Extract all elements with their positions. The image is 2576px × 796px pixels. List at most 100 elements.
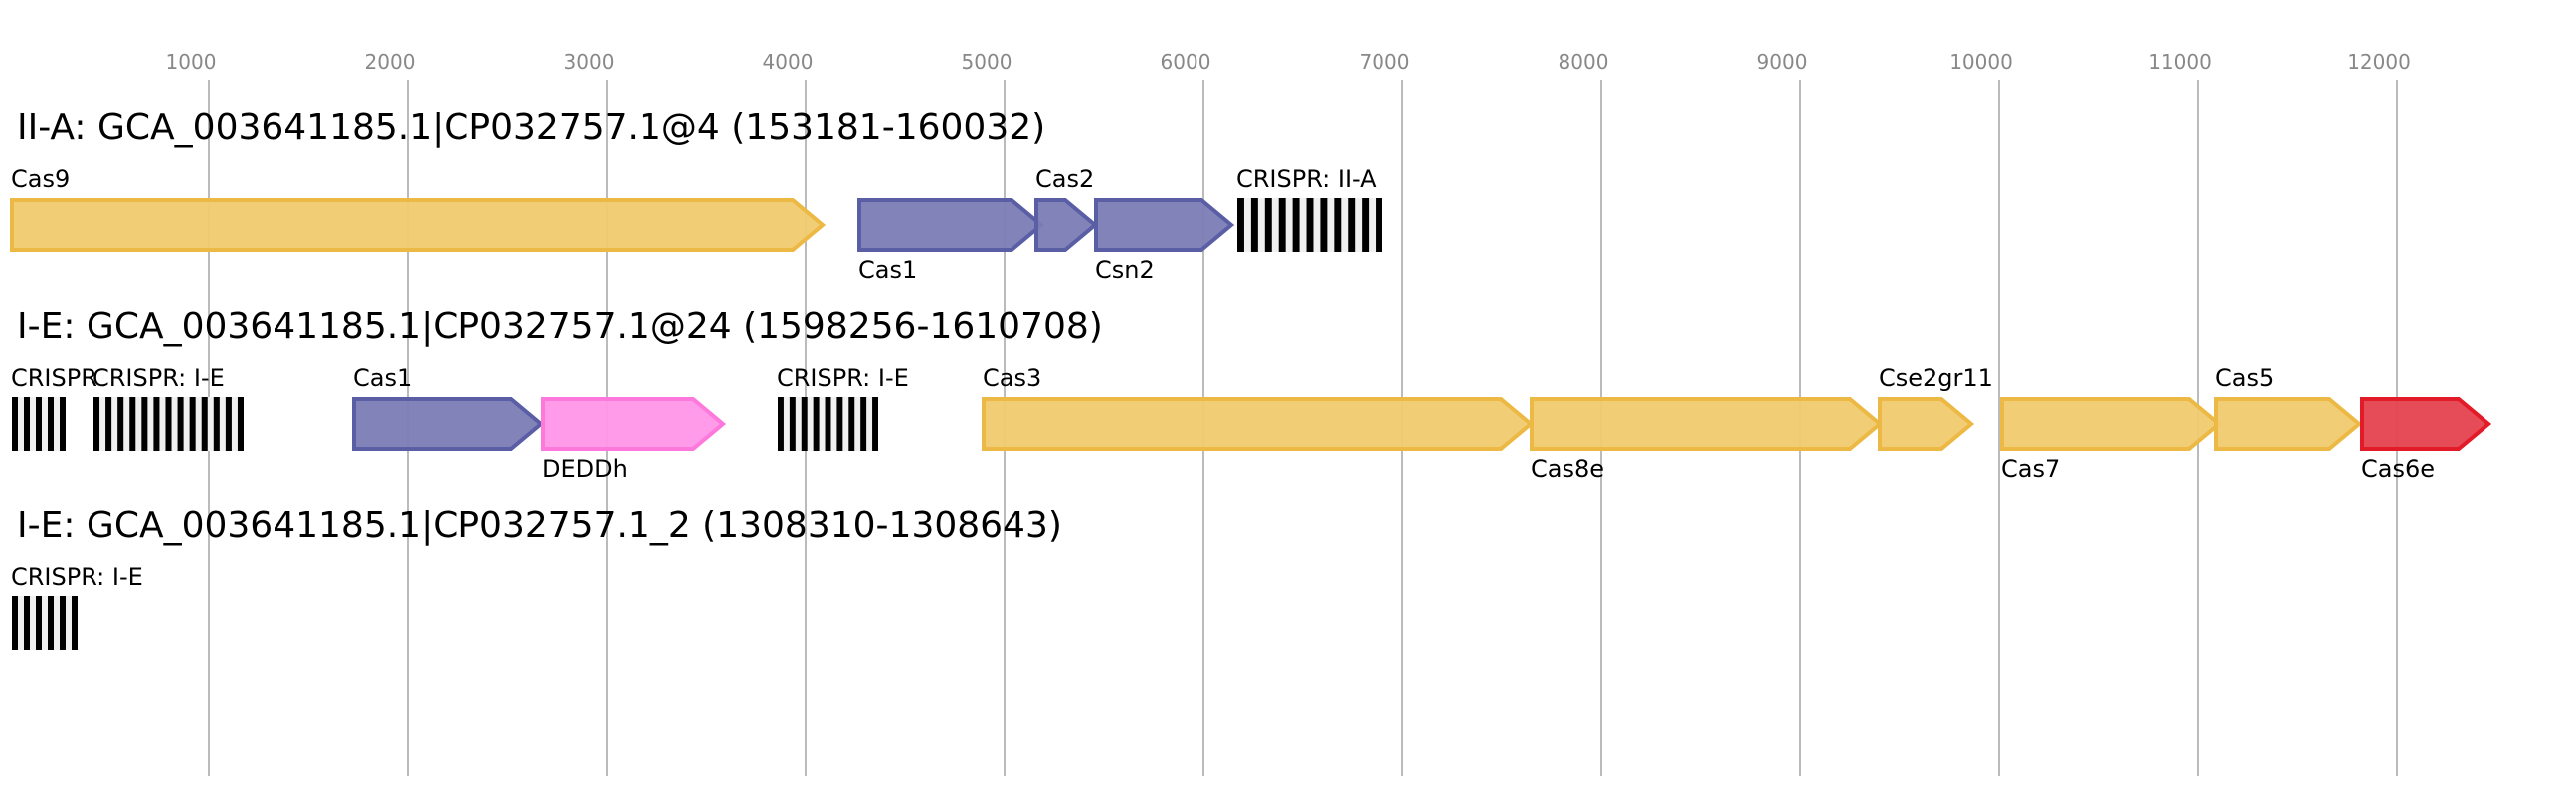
- locus-title: II-A: GCA_003641185.1|CP032757.1@4 (1531…: [17, 107, 1045, 148]
- tick-label-3000: 3000: [564, 50, 615, 74]
- crispr-array-crispr-ii-a[interactable]: CRISPR: II-A: [1236, 165, 1382, 252]
- crispr-repeat: [836, 397, 843, 451]
- gene-cas3[interactable]: Cas3: [982, 364, 1535, 451]
- gene-arrow[interactable]: [1034, 198, 1099, 252]
- crispr-repeat: [201, 397, 208, 451]
- crispr-repeat: [36, 596, 42, 650]
- crispr-repeat: [813, 397, 820, 451]
- crispr-repeat: [1264, 198, 1272, 252]
- crispr-repeat: [1320, 198, 1328, 252]
- gene-cas1[interactable]: Cas1: [352, 364, 545, 451]
- gene-cas6e[interactable]: Cas6e: [2360, 397, 2492, 483]
- crispr-repeat: [12, 596, 18, 650]
- tick-label-6000: 6000: [1161, 50, 1211, 74]
- crispr-repeat: [1334, 198, 1342, 252]
- crispr-repeat: [1250, 198, 1258, 252]
- gene-arrow[interactable]: [857, 198, 1045, 252]
- feature-label: Cas2: [1035, 165, 1094, 193]
- gene-arrow[interactable]: [982, 397, 1535, 451]
- gene-arrow[interactable]: [352, 397, 545, 451]
- feature-label: Cas1: [353, 364, 412, 392]
- feature-label: CRISPR: II-A: [1236, 165, 1377, 193]
- feature-label: CRISPR: I-E: [11, 563, 143, 591]
- gene-arrow[interactable]: [10, 198, 827, 252]
- crispr-repeat: [60, 397, 66, 451]
- feature-label: CRISPR: I-E: [777, 364, 909, 392]
- crispr-array-crispr-i-e[interactable]: CRISPR: I-E: [92, 364, 244, 451]
- crispr-repeat: [237, 397, 244, 451]
- crispr-repeat: [93, 397, 100, 451]
- feature-label: Cse2gr11: [1879, 364, 1993, 392]
- gene-cas8e[interactable]: Cas8e: [1530, 397, 1884, 483]
- locus-title: I-E: GCA_003641185.1|CP032757.1@24 (1598…: [17, 306, 1103, 347]
- tick-label-11000: 11000: [2148, 50, 2212, 74]
- tick-label-12000: 12000: [2347, 50, 2411, 74]
- crispr-array-crispr-i-e[interactable]: CRISPR: I-E: [11, 563, 143, 650]
- gene-arrow[interactable]: [541, 397, 727, 451]
- feature-label: Cas9: [11, 165, 70, 193]
- feature-label: Cas6e: [2361, 455, 2435, 483]
- crispr-repeat: [165, 397, 172, 451]
- crispr-repeat: [848, 397, 855, 451]
- crispr-repeat: [778, 397, 784, 451]
- crispr-array-crispr-i-e[interactable]: CRISPR: I-E: [777, 364, 909, 451]
- crispr-repeat: [153, 397, 160, 451]
- locus-3: I-E: GCA_003641185.1|CP032757.1_2 (13083…: [11, 505, 1062, 650]
- tick-label-2000: 2000: [365, 50, 416, 74]
- crispr-repeat: [24, 596, 30, 650]
- gene-arrow[interactable]: [1094, 198, 1235, 252]
- tick-label-10000: 10000: [1949, 50, 2013, 74]
- gene-csn2[interactable]: Csn2: [1094, 198, 1235, 284]
- locus-title: I-E: GCA_003641185.1|CP032757.1_2 (13083…: [17, 505, 1062, 546]
- crispr-repeat: [213, 397, 220, 451]
- tick-label-1000: 1000: [166, 50, 217, 74]
- tick-label-5000: 5000: [962, 50, 1012, 74]
- feature-label: DEDDh: [542, 455, 628, 483]
- crispr-repeat: [189, 397, 196, 451]
- crispr-repeat: [825, 397, 831, 451]
- gene-arrow[interactable]: [2000, 397, 2223, 451]
- gene-deddh[interactable]: DEDDh: [541, 397, 727, 483]
- gene-cas7[interactable]: Cas7: [2000, 397, 2223, 483]
- crispr-repeat: [1292, 198, 1300, 252]
- loci: II-A: GCA_003641185.1|CP032757.1@4 (1531…: [10, 107, 2492, 650]
- gene-arrow[interactable]: [2214, 397, 2363, 451]
- crispr-repeat: [48, 397, 54, 451]
- crispr-repeat: [801, 397, 808, 451]
- axis-tick-labels: 1000 2000 3000 4000 5000 6000 7000 8000 9000 1000…: [166, 50, 2411, 74]
- gene-arrow[interactable]: [1530, 397, 1884, 451]
- crispr-repeat: [1376, 198, 1382, 252]
- feature-label: Cas7: [2001, 455, 2060, 483]
- locus-2: I-E: GCA_003641185.1|CP032757.1@24 (1598…: [11, 306, 2492, 483]
- feature-label: CRISPR: I-E: [92, 364, 225, 392]
- gene-cas5[interactable]: Cas5: [2214, 364, 2363, 451]
- crispr-repeat: [36, 397, 42, 451]
- crispr-repeat: [1278, 198, 1286, 252]
- tick-label-7000: 7000: [1360, 50, 1410, 74]
- gene-cse2gr11[interactable]: Cse2gr11: [1878, 364, 1993, 451]
- tick-label-8000: 8000: [1559, 50, 1609, 74]
- crispr-repeat: [872, 397, 878, 451]
- feature-label: Csn2: [1095, 256, 1155, 284]
- feature-label: Cas1: [858, 256, 917, 284]
- crispr-repeat: [1362, 198, 1370, 252]
- gene-cas2[interactable]: Cas2: [1034, 165, 1099, 252]
- gene-cas9[interactable]: Cas9: [10, 165, 827, 252]
- crispr-spacer-background: [12, 596, 78, 650]
- crispr-repeat: [860, 397, 867, 451]
- crispr-array-crispr[interactable]: CRISPR: [11, 364, 97, 451]
- crispr-repeat: [60, 596, 66, 650]
- tick-label-9000: 9000: [1757, 50, 1808, 74]
- feature-label: Cas5: [2215, 364, 2274, 392]
- crispr-repeat: [177, 397, 184, 451]
- crispr-repeat: [225, 397, 232, 451]
- crispr-repeat: [789, 397, 796, 451]
- gene-arrow[interactable]: [2360, 397, 2492, 451]
- crispr-repeat: [1348, 198, 1356, 252]
- gene-arrow[interactable]: [1878, 397, 1975, 451]
- tick-label-4000: 4000: [763, 50, 814, 74]
- crispr-repeat: [24, 397, 30, 451]
- gene-cas1[interactable]: Cas1: [857, 198, 1045, 284]
- crispr-repeat: [105, 397, 112, 451]
